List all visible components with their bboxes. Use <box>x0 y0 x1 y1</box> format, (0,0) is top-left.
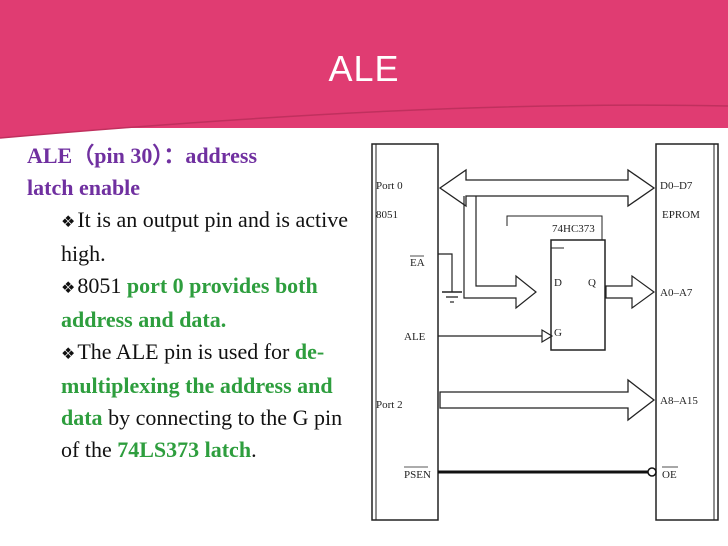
label-a8-a15: A8–A15 <box>660 395 698 407</box>
label-8051: 8051 <box>376 209 398 221</box>
bullet-text: 8051 <box>77 273 127 298</box>
slide-title: ALE <box>328 48 400 89</box>
bullet-item: ❖8051 port 0 provides both address and d… <box>61 270 362 336</box>
data-bus-arrow <box>438 168 656 208</box>
bullet-item: ❖The ALE pin is used for de-multiplexing… <box>61 336 362 466</box>
label-d: D <box>554 277 562 289</box>
bullet-list: ❖It is an output pin and is active high.… <box>27 204 362 466</box>
slide-body: ALE（pin 30）：address latch enable ❖It is … <box>27 140 362 466</box>
chip-8051-box <box>371 143 439 521</box>
label-g: G <box>554 327 562 339</box>
label-port0: Port 0 <box>376 180 403 192</box>
port0-to-latch-arrow <box>463 196 537 310</box>
bullet-item: ❖It is an output pin and is active high. <box>61 204 362 270</box>
bullet-text: The ALE pin is used for <box>77 339 295 364</box>
label-oe: OE <box>662 469 677 481</box>
bullet-diamond-icon: ❖ <box>61 212 76 231</box>
address-high-arrow <box>439 378 656 422</box>
bullet-diamond-icon: ❖ <box>61 344 76 363</box>
bullet-text: by connecting to the G pin of the <box>61 405 343 462</box>
label-port2: Port 2 <box>376 399 403 411</box>
heading-line-1: ALE（pin 30）：address <box>27 143 258 168</box>
heading-line-2: latch enable <box>27 175 141 200</box>
ea-line <box>438 253 453 292</box>
ale-diagram: Port 0 8051 EA ALE Port 2 PSEN 74HC373 D… <box>366 136 728 536</box>
diagram-svg: Port 0 8051 EA ALE Port 2 PSEN 74HC373 D… <box>371 143 719 521</box>
label-ale: ALE <box>404 331 426 343</box>
label-q: Q <box>588 277 596 289</box>
oe-bubble <box>647 467 657 477</box>
label-psen: PSEN <box>404 469 431 481</box>
bullet-text: . <box>251 437 257 462</box>
banner-swoosh <box>0 96 728 139</box>
bullet-diamond-icon: ❖ <box>61 278 76 297</box>
label-a0-a7: A0–A7 <box>660 287 693 299</box>
bullet-text: 74LS373 latch <box>117 437 252 462</box>
bullet-text: de-multiplexing the address and data <box>61 339 333 430</box>
label-latch: 74HC373 <box>552 223 595 235</box>
bullet-text: It is an output pin and is active high. <box>61 207 349 266</box>
latch-feed-line <box>506 215 603 240</box>
body-heading: ALE（pin 30）：address latch enable <box>27 140 362 204</box>
label-ea: EA <box>410 257 425 269</box>
label-eprom: EPROM <box>662 209 700 221</box>
bullet-text: port 0 provides both address and data. <box>61 273 318 332</box>
latch-box <box>550 239 606 351</box>
eprom-box <box>655 143 719 521</box>
ale-to-g-line <box>438 328 554 344</box>
label-d0-d7: D0–D7 <box>660 180 693 192</box>
address-low-arrow <box>605 274 656 310</box>
